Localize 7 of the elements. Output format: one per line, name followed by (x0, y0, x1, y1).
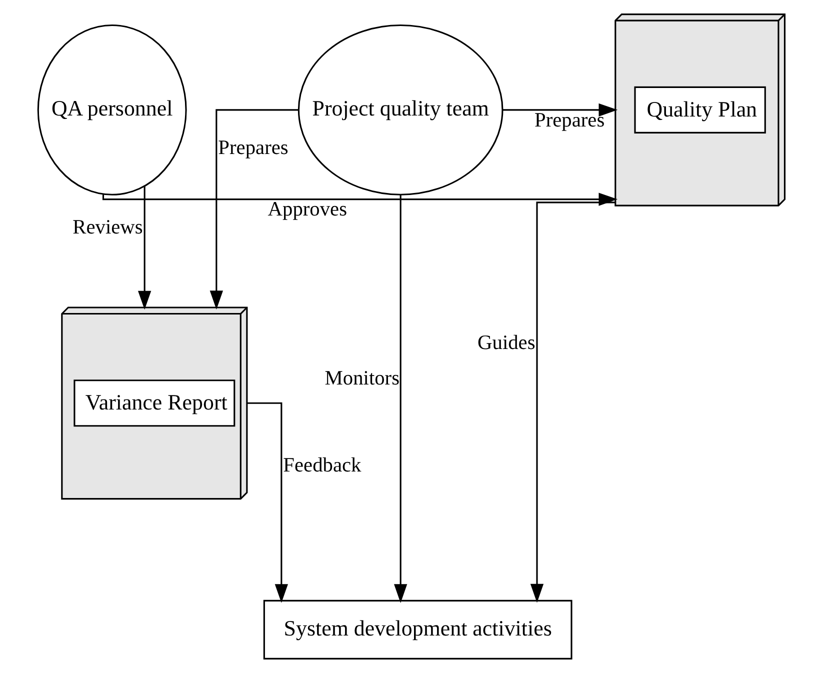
edge-label: Approves (268, 198, 348, 221)
edge-label: Feedback (283, 454, 362, 476)
edge-label: Prepares (218, 137, 288, 160)
edge-label: Monitors (324, 367, 400, 390)
edge-label: Guides (478, 332, 536, 354)
edge-label: Reviews (72, 216, 143, 238)
edge-label: Prepares (534, 109, 605, 132)
